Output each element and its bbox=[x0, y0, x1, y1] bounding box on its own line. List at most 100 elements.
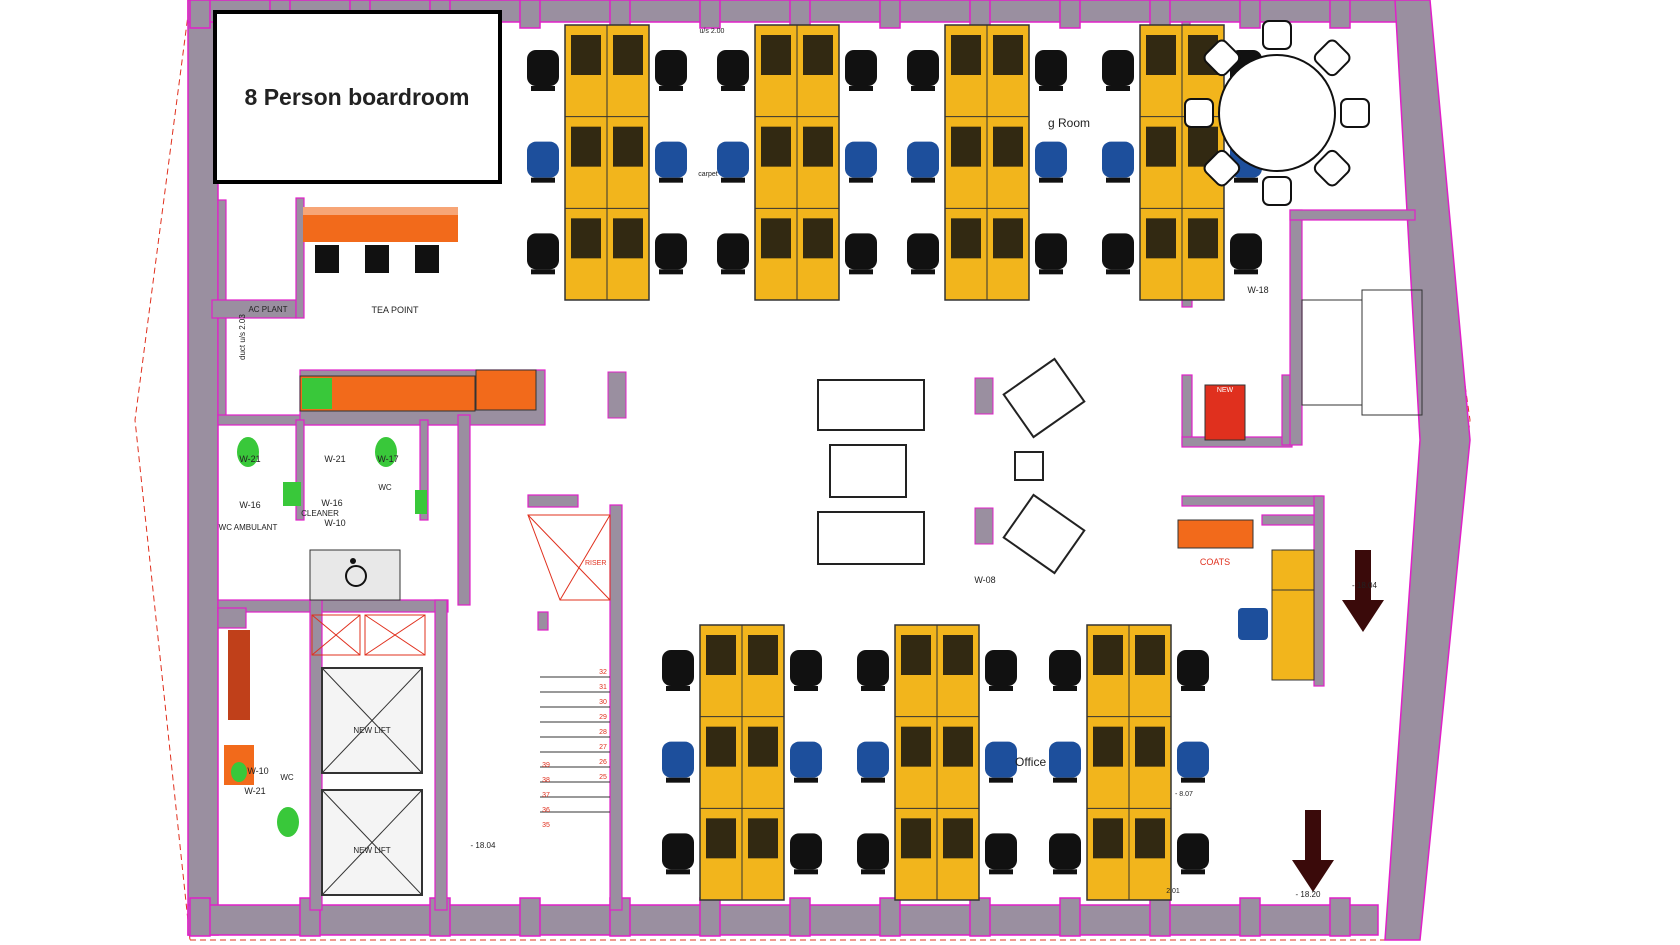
coats-rack: COATS bbox=[1177, 519, 1254, 567]
window-pier bbox=[969, 897, 991, 937]
wc-block: W-21 W-21 W-17 W-16 W-16 WC AMBULANT CLE… bbox=[219, 437, 427, 837]
office-chair-icon bbox=[662, 741, 694, 783]
stair-number: 39 bbox=[542, 762, 550, 769]
office-chair-icon bbox=[845, 141, 877, 183]
desk-monitor bbox=[901, 726, 931, 767]
window-pier bbox=[1149, 897, 1171, 937]
desk-cluster[interactable] bbox=[699, 624, 785, 901]
meeting-chair-icon bbox=[1184, 98, 1214, 128]
w21-tag-a: W-21 bbox=[239, 454, 260, 464]
w10-tag-a: W-10 bbox=[324, 518, 345, 528]
office-chair-icon bbox=[1102, 233, 1134, 275]
office-chair-icon bbox=[985, 650, 1017, 691]
window-pier bbox=[1239, 897, 1261, 937]
wheelchair-icon bbox=[309, 549, 401, 601]
desk-monitor bbox=[1135, 818, 1165, 859]
office-chair-icon bbox=[662, 833, 694, 875]
desk-monitor bbox=[951, 218, 981, 259]
meeting-chair-icon bbox=[1203, 149, 1241, 187]
office-chair-icon bbox=[790, 833, 822, 875]
desk-monitor bbox=[1093, 818, 1123, 859]
window-pier bbox=[1149, 0, 1171, 29]
office-chair-icon bbox=[1177, 833, 1209, 875]
office-chair-icon bbox=[1049, 650, 1081, 691]
desk-monitor bbox=[706, 635, 736, 675]
desk-monitor bbox=[571, 218, 601, 259]
meeting-chair-icon bbox=[1313, 39, 1351, 77]
desk-monitor bbox=[943, 818, 973, 859]
desk-monitor bbox=[1135, 635, 1165, 675]
desk-monitor bbox=[901, 635, 931, 675]
desk-cluster[interactable] bbox=[1139, 24, 1225, 301]
level-1820: - 18.20 bbox=[1296, 890, 1321, 899]
window-pier bbox=[519, 897, 541, 937]
stair-number: 35 bbox=[542, 822, 550, 829]
office-chair-icon bbox=[907, 50, 939, 91]
w16-tag-b: W-16 bbox=[321, 498, 342, 508]
tea-point[interactable]: TEA POINT bbox=[299, 207, 537, 412]
level-07: - 8.07 bbox=[1175, 791, 1193, 798]
boardroom-title: 8 Person boardroom bbox=[245, 84, 470, 110]
stair-number: 29 bbox=[599, 714, 607, 721]
level-201: 2.01 bbox=[1166, 888, 1180, 895]
meeting-chair-icon bbox=[1340, 98, 1370, 128]
w10-tag-b: W-10 bbox=[247, 766, 268, 776]
boardroom[interactable]: 8 Person boardroom bbox=[213, 10, 502, 184]
office-chair-icon bbox=[985, 741, 1017, 783]
window-pier bbox=[789, 897, 811, 937]
meeting-chair-icon bbox=[1313, 149, 1351, 187]
desk-monitor bbox=[761, 35, 791, 75]
partition-walls bbox=[211, 21, 1416, 911]
desk-cluster[interactable] bbox=[564, 24, 650, 301]
office-chair-icon bbox=[527, 50, 559, 91]
desk-monitor bbox=[951, 126, 981, 167]
duct-label: duct u/s 2.03 bbox=[238, 314, 247, 360]
meeting-room[interactable]: g Room bbox=[1048, 20, 1370, 206]
w08-tag: W-08 bbox=[974, 575, 995, 585]
desk-monitor bbox=[993, 126, 1023, 167]
office-chair-icon bbox=[857, 741, 889, 783]
desk-monitor bbox=[803, 126, 833, 167]
window-pier bbox=[879, 897, 901, 937]
window-pier bbox=[789, 0, 811, 29]
office-chair-icon bbox=[717, 50, 749, 91]
ac-plant-label: AC PLANT bbox=[248, 305, 287, 314]
meeting-chair-icon bbox=[1203, 39, 1241, 77]
desk-monitor bbox=[706, 726, 736, 767]
desk-monitor bbox=[1135, 726, 1165, 767]
desk-monitor bbox=[1093, 635, 1123, 675]
wc-ambulant-label: WC AMBULANT bbox=[219, 523, 278, 532]
stair-number: 26 bbox=[599, 759, 607, 766]
desk-cluster[interactable] bbox=[944, 24, 1030, 301]
window-pier bbox=[609, 0, 631, 29]
desk-monitor bbox=[1146, 218, 1176, 259]
wc-label-a: WC bbox=[378, 483, 392, 492]
desk-cluster[interactable] bbox=[754, 24, 840, 301]
window-piers-bottom bbox=[189, 897, 1351, 937]
office-chair-icon bbox=[655, 141, 687, 183]
lounge-seating bbox=[817, 357, 1086, 575]
desk-monitor bbox=[993, 218, 1023, 259]
down-arrow-icon bbox=[1292, 550, 1384, 892]
w17-tag: W-17 bbox=[377, 454, 398, 464]
window-pier bbox=[969, 0, 991, 29]
level-us-200: u/s 2.00 bbox=[700, 28, 725, 35]
desk-monitor bbox=[951, 35, 981, 75]
office-chair-icon bbox=[717, 141, 749, 183]
desk-cluster[interactable] bbox=[894, 624, 980, 901]
desk-monitor bbox=[943, 635, 973, 675]
desk-monitor bbox=[761, 126, 791, 167]
office-chair-icon bbox=[1035, 50, 1067, 91]
lift-shafts: NEW LIFT NEW LIFT bbox=[321, 667, 423, 896]
office-chair-icon bbox=[907, 141, 939, 183]
riser-label: RISER bbox=[585, 560, 606, 567]
desk-monitor bbox=[1146, 35, 1176, 75]
desk-monitor bbox=[706, 818, 736, 859]
office-chair-icon bbox=[717, 233, 749, 275]
window-pier bbox=[699, 897, 721, 937]
desk-monitor bbox=[748, 726, 778, 767]
window-pier bbox=[879, 0, 901, 29]
desk-cluster[interactable] bbox=[1086, 624, 1172, 901]
